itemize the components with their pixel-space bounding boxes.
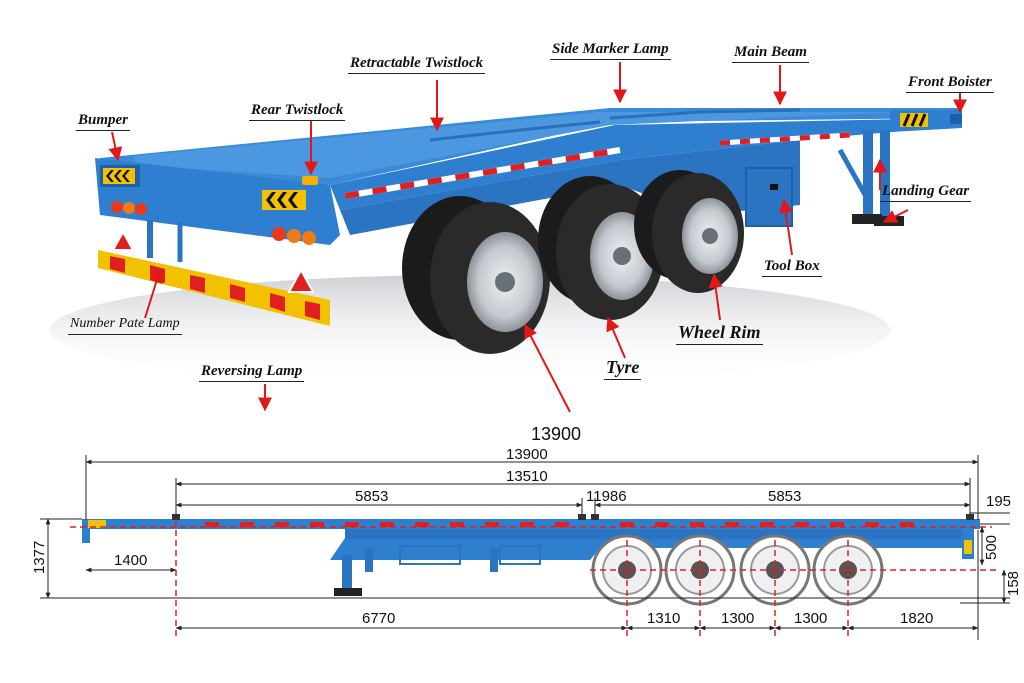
- dim-rear-overhang: 1820: [900, 610, 934, 627]
- dim-front-overhang: 195: [986, 493, 1012, 510]
- side-deck-reflectors: [205, 522, 914, 527]
- dim-ground-clearance: 158: [1005, 570, 1022, 596]
- label-rear-twistlock: Rear Twistlock: [249, 101, 346, 121]
- label-front-boister: Front Boister: [906, 73, 994, 93]
- tyres: [402, 170, 744, 354]
- dim-middle-twistlock: 11986: [586, 488, 627, 505]
- center-lines: [70, 520, 1000, 640]
- label-landing-gear: Landing Gear: [880, 182, 972, 202]
- deck-crossmembers: [429, 108, 801, 142]
- trailer-illustration: [50, 62, 967, 413]
- rear-twistlock-part: [302, 176, 318, 185]
- label-main-beam: Main Beam: [732, 43, 809, 63]
- dim-rear-segment: 5853: [355, 488, 389, 505]
- dim-twistlock-span: 13510: [506, 468, 548, 485]
- label-tyre: Tyre: [604, 356, 642, 380]
- deck-top-panel: [135, 112, 900, 178]
- warning-triangle-left: [111, 229, 135, 251]
- label-reversing-lamp: Reversing Lamp: [199, 362, 305, 382]
- dim-kingpin-offset: 1400: [114, 552, 148, 569]
- dim-front-segment: 5853: [768, 488, 802, 505]
- landing-gear-part: [837, 130, 904, 226]
- dim-landing-gear-to-axle: 6770: [362, 610, 396, 627]
- rear-lamps-right: [272, 227, 316, 245]
- label-tool-box: Tool Box: [762, 257, 822, 277]
- headline-length: 13900: [531, 424, 582, 444]
- side-landing-gear: [342, 555, 352, 589]
- dim-axle-spacing-1: 1310: [647, 610, 681, 627]
- dim-axle-spacing-3: 1300: [794, 610, 828, 627]
- label-wheel-rim: Wheel Rim: [676, 321, 763, 345]
- callout-arrows: [108, 62, 967, 413]
- warning-triangle-right: [287, 267, 315, 293]
- side-view-drawing: [40, 455, 1010, 640]
- label-side-marker-lamp: Side Marker Lamp: [550, 40, 671, 60]
- rear-frame: [95, 158, 340, 245]
- dim-deck-depth: 500: [983, 534, 1000, 560]
- dimension-lines: [40, 455, 1010, 640]
- label-retractable-twistlock: Retractable Twistlock: [348, 54, 486, 74]
- side-reflector-strip: [344, 132, 851, 199]
- dim-overall-height: 1377: [31, 540, 48, 574]
- rear-lamps-left: [111, 201, 147, 215]
- label-bumper: Bumper: [76, 111, 131, 131]
- dim-axle-spacing-2: 1300: [721, 610, 755, 627]
- tool-box-part: [745, 167, 793, 227]
- dim-overall-length: 13900: [506, 446, 548, 463]
- label-number-plate-lamp: Number Pate Lamp: [68, 315, 182, 335]
